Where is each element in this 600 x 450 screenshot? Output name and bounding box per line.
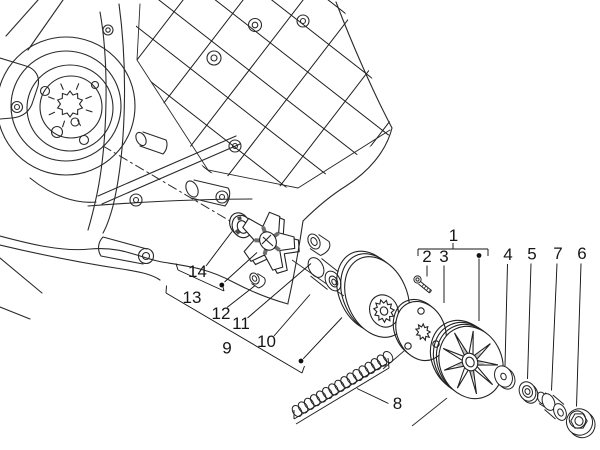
roller-large-part: [307, 257, 342, 292]
fan-pulley-part: [429, 319, 504, 400]
starter-gear: [47, 83, 93, 128]
callout-label-1: 1: [449, 226, 458, 245]
plate-spline-hole: [414, 322, 432, 342]
bullet-marker-group1: [476, 253, 482, 258]
fan-blades: [442, 330, 499, 395]
flywheel-housing: [0, 36, 136, 176]
callout-label-2: 2: [422, 247, 431, 266]
callout-label-13: 13: [183, 288, 202, 307]
bullet-marker-group13: [219, 282, 225, 288]
flat-washer-part: [494, 365, 516, 390]
screw-part: [413, 275, 432, 294]
small-bush-part: [249, 272, 266, 289]
callout-6: 6: [576, 244, 587, 407]
callout-label-11: 11: [232, 314, 250, 333]
callout-bullet-group1: [476, 253, 482, 321]
flange-nut-part: [565, 408, 596, 439]
callout-2: 2: [422, 247, 432, 277]
case-outline: [0, 0, 393, 320]
callout-4: 4: [503, 245, 513, 367]
callout-label-5: 5: [527, 244, 536, 263]
callout-label-7: 7: [553, 244, 562, 263]
callout-11: 11: [232, 263, 312, 333]
bracket-13: [175, 263, 225, 292]
hub-spline: [372, 298, 396, 324]
callout-5: 5: [527, 244, 537, 380]
assembly-axis-dashline: [102, 145, 231, 222]
spider-shape: [242, 211, 300, 274]
drive-belt-part: [291, 350, 394, 425]
pulley-half-rear-part: [336, 250, 410, 338]
callout-label-9: 9: [222, 338, 231, 357]
callout-label-12: 12: [212, 304, 231, 323]
cup-washer-part: [518, 381, 539, 404]
bullet-marker-group9: [298, 358, 304, 364]
spider-rotor-part: [242, 211, 300, 274]
mount-bosses: [98, 131, 231, 265]
callout-label-10: 10: [257, 332, 276, 351]
callout-label-4: 4: [503, 245, 512, 264]
spacer-bush-part: [536, 391, 567, 421]
callout-10: 10: [257, 294, 311, 351]
bracket-1: [417, 243, 489, 256]
callout-label-6: 6: [577, 244, 586, 263]
callout-1: 1: [417, 226, 489, 256]
callout-13: 13: [175, 263, 225, 307]
callout-label-8: 8: [393, 394, 402, 413]
callout-label-3: 3: [439, 247, 448, 266]
callout-14: 14: [188, 231, 233, 281]
bracket-9: [165, 285, 305, 374]
callout-8: 8: [356, 388, 402, 413]
callout-9: 9: [165, 285, 305, 374]
callout-label-14: 14: [188, 262, 207, 281]
bolt-bosses: [10, 14, 310, 265]
callout-bullet-group13: [219, 252, 258, 288]
roller-small-part: [307, 233, 331, 256]
callout-12: 12: [212, 285, 255, 323]
belt-teeth: [291, 350, 394, 418]
callouts: 1 2 3 4 5 7 6 8: [165, 226, 587, 413]
callout-3: 3: [439, 247, 449, 303]
callout-7: 7: [551, 244, 563, 391]
callout-bullet-group9: [298, 317, 343, 364]
